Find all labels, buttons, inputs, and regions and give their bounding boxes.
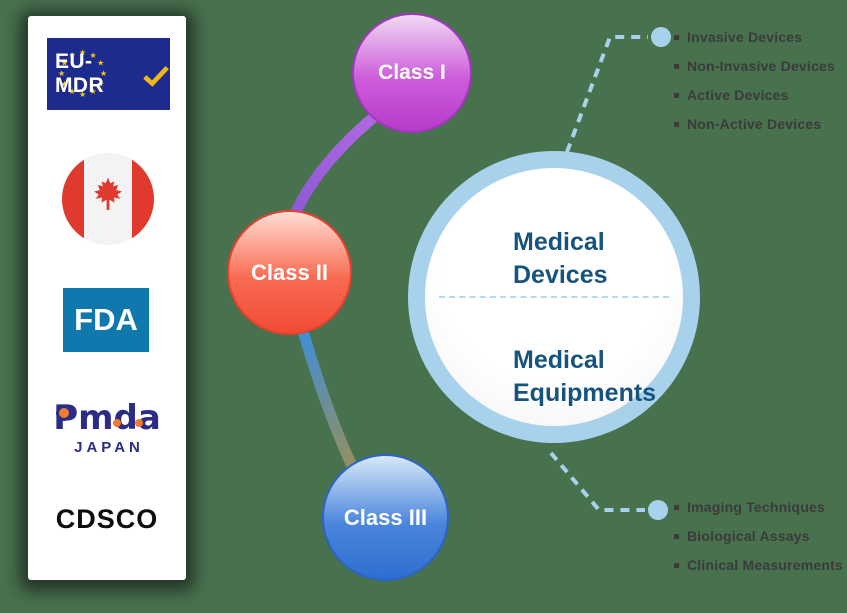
- list-item: Non-Invasive Devices: [674, 57, 835, 75]
- connector-dot-top: [651, 27, 671, 47]
- class-1-node: Class I: [352, 13, 472, 133]
- equipment-types-list: Imaging Techniques Biological Assays Cli…: [674, 498, 843, 585]
- list-item: Clinical Measurements: [674, 556, 843, 574]
- pmda-japan-logo: Pmda JAPAN: [53, 394, 161, 460]
- class-3-node: Class III: [322, 454, 449, 581]
- pmda-japan-label: JAPAN: [74, 438, 144, 456]
- fda-label: FDA: [74, 302, 138, 337]
- connector-dot-bottom: [648, 500, 668, 520]
- bullet-icon: [674, 562, 679, 568]
- canada-flag-circle: [62, 153, 154, 245]
- center-circle: Medical Devices Medical Equipments: [408, 151, 700, 443]
- arc-class1-class2: [289, 111, 380, 220]
- bullet-icon: [674, 504, 679, 510]
- class-1-label: Class I: [378, 61, 446, 84]
- list-item: Non-Active Devices: [674, 115, 835, 133]
- bullet-icon: [674, 533, 679, 539]
- center-label-equipments: Medical Equipments: [513, 346, 657, 407]
- class-2-label: Class II: [250, 259, 329, 285]
- list-item: Biological Assays: [674, 527, 843, 545]
- device-types-list: Invasive Devices Non-Invasive Devices Ac…: [674, 28, 835, 144]
- class-3-label: Class III: [343, 504, 428, 530]
- pmda-orange-dot-icon: [113, 418, 122, 427]
- check-icon: [142, 64, 170, 93]
- divider-dashed-line: [439, 296, 669, 298]
- bullet-icon: [674, 121, 679, 127]
- regulators-panel: EU-MDR FDA Pmda: [28, 16, 186, 580]
- pmda-orange-disc-icon: [56, 404, 73, 421]
- eu-mdr-label: EU-MDR: [55, 50, 105, 97]
- list-item: Imaging Techniques: [674, 498, 843, 516]
- bullet-icon: [674, 34, 679, 40]
- pmda-orange-dot-icon: [135, 418, 144, 427]
- list-item: Active Devices: [674, 86, 835, 104]
- maple-leaf-icon: [85, 174, 131, 225]
- bullet-icon: [674, 63, 679, 69]
- list-item: Invasive Devices: [674, 28, 835, 46]
- fda-logo: FDA: [63, 288, 149, 352]
- center-label-devices: Medical Devices: [513, 228, 608, 289]
- pmda-label: Pmda: [53, 397, 161, 438]
- dashed-connector-top: [565, 35, 648, 153]
- eu-mdr-logo: EU-MDR: [47, 38, 170, 110]
- bullet-icon: [674, 92, 679, 98]
- dashed-connector-bottom: [549, 451, 645, 512]
- cdsco-logo: CDSCO: [55, 503, 159, 534]
- arc-class2-class3: [297, 325, 359, 474]
- canada-flag-logo: [62, 153, 154, 245]
- class-2-node: Class II: [227, 210, 352, 335]
